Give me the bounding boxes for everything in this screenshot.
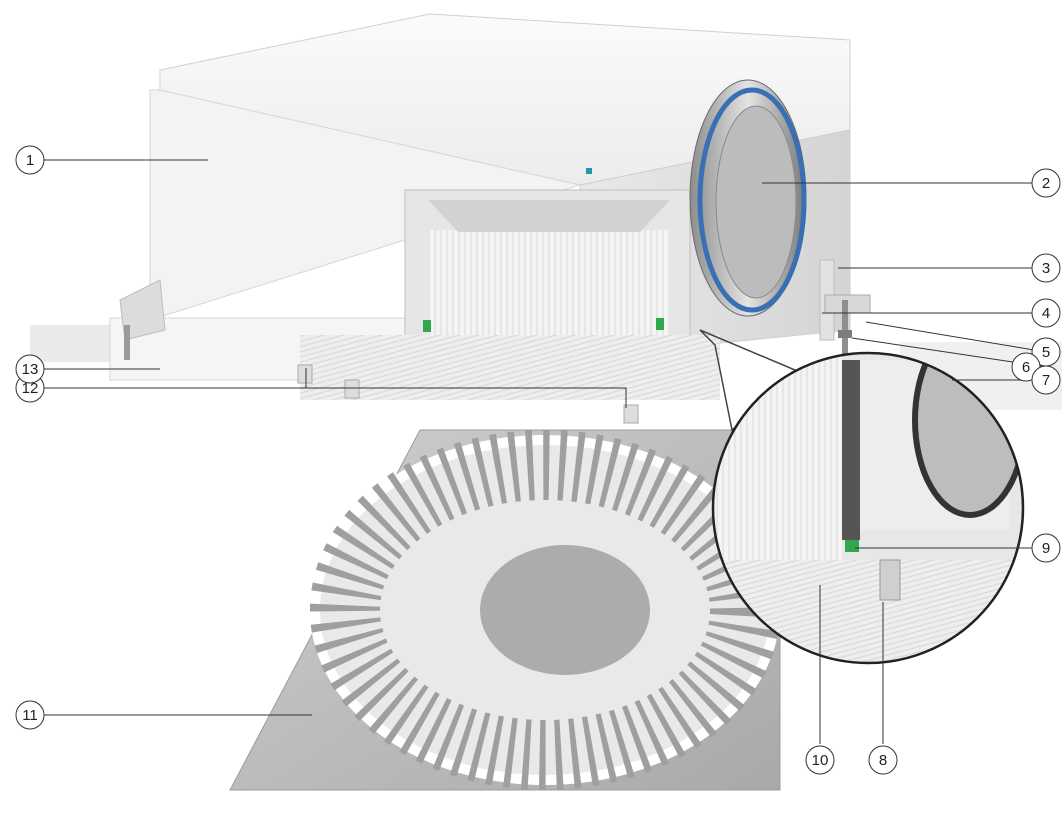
zoom-frame (711, 351, 1025, 665)
callout-label: 11 (22, 707, 38, 724)
filter-pleats (428, 230, 670, 335)
swirl-center (480, 545, 650, 675)
callout-label: 5 (1042, 344, 1050, 361)
callout-3: 3 (1031, 253, 1061, 283)
hanger-bracket-left (119, 279, 166, 341)
top-indicator (586, 168, 592, 174)
callout-4: 4 (1031, 298, 1061, 328)
spigot-seal-ring (697, 87, 807, 313)
callout-label: 3 (1042, 260, 1050, 277)
fixing-clip-c (623, 404, 639, 424)
callout-13: 13 (15, 354, 45, 384)
callout-8: 8 (868, 745, 898, 775)
hanger-nut (838, 330, 852, 338)
callout-7: 7 (1031, 365, 1061, 395)
zoom-detail (713, 353, 1023, 663)
callout-label: 10 (812, 752, 829, 769)
callout-2: 2 (1031, 168, 1061, 198)
spigot-inner (715, 105, 797, 299)
callout-label: 12 (22, 380, 39, 397)
filter-seal-right (656, 318, 664, 330)
fixing-clip-b (344, 379, 360, 399)
leader-lines (44, 159, 1047, 744)
callout-9: 9 (1031, 533, 1061, 563)
hanger-bolt-left (124, 325, 130, 360)
callout-label: 9 (1042, 540, 1050, 557)
filter-seal-left (423, 320, 431, 332)
callout-1: 1 (15, 145, 45, 175)
callout-11: 11 (15, 700, 45, 730)
callout-label: 1 (26, 152, 34, 169)
filter-bottom-surface (300, 335, 720, 400)
callout-label: 2 (1042, 175, 1050, 192)
hanger-bolt-right (842, 300, 848, 355)
zoom-wedge (699, 329, 797, 432)
callout-label: 4 (1042, 305, 1050, 322)
callout-label: 8 (879, 752, 887, 769)
callout-label: 13 (22, 361, 39, 378)
swirl-vanes (310, 430, 780, 790)
fixing-clip-a (297, 364, 313, 384)
callout-label: 6 (1022, 359, 1030, 376)
callout-label: 7 (1042, 372, 1050, 389)
filter-cutaway-top (428, 200, 670, 232)
callout-10: 10 (805, 745, 835, 775)
